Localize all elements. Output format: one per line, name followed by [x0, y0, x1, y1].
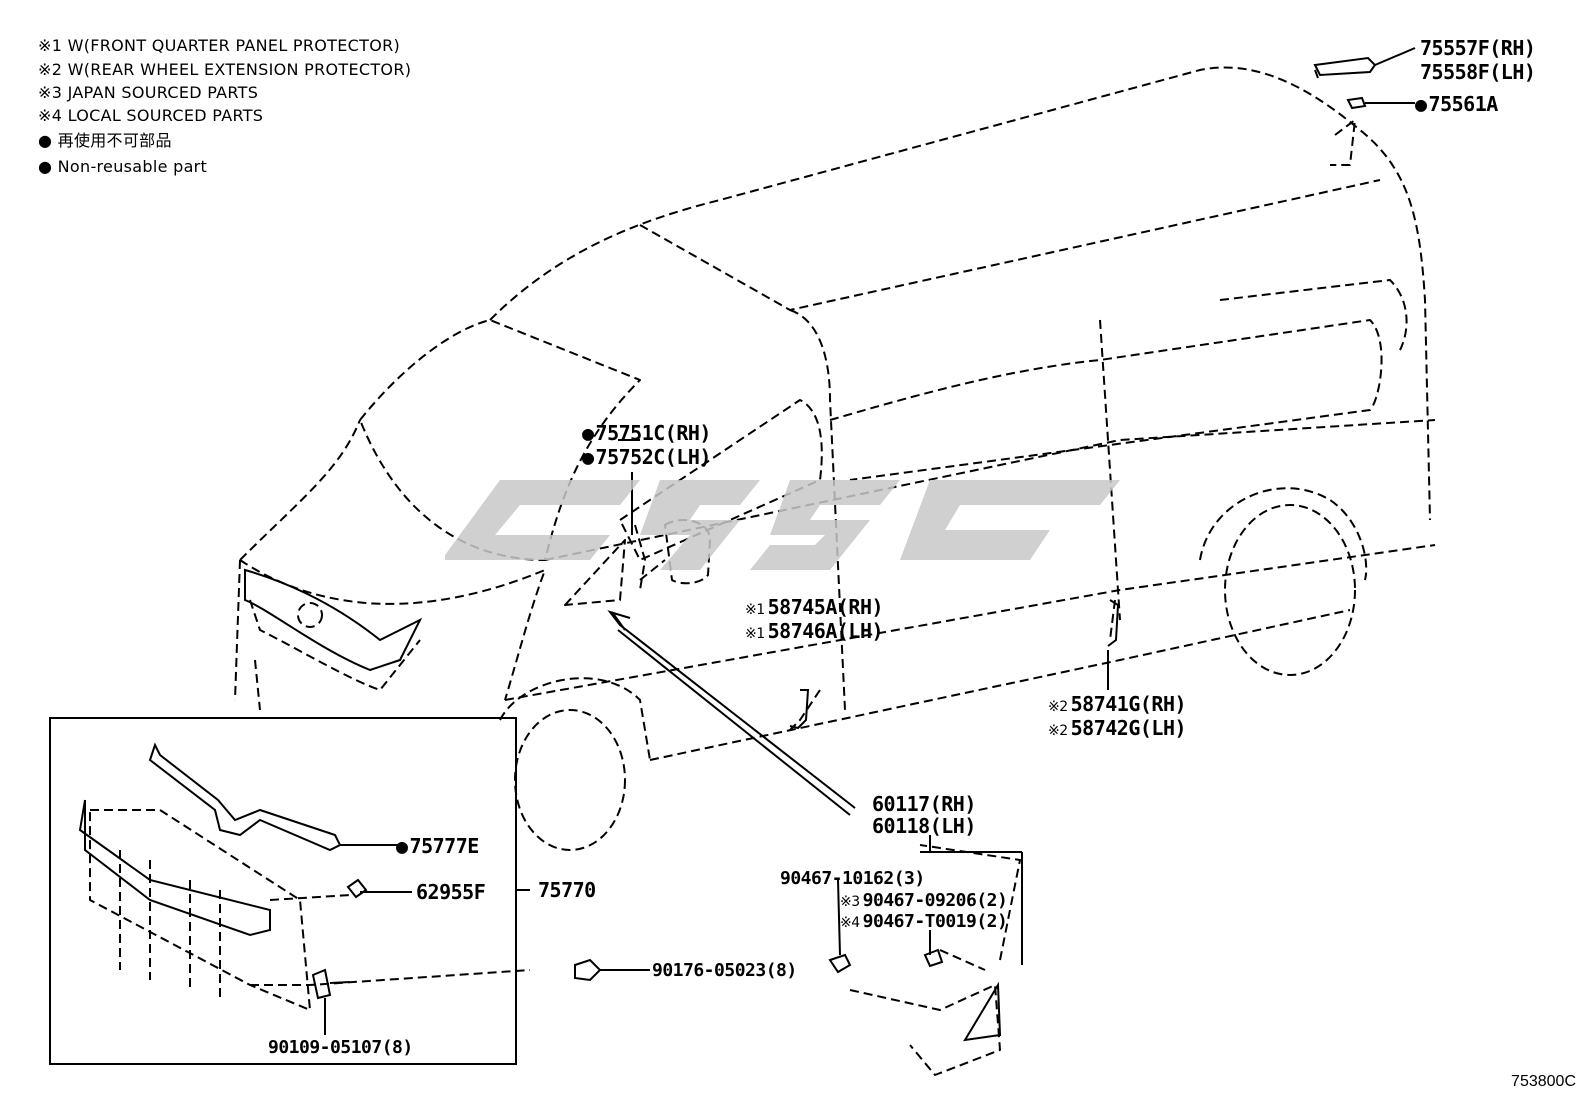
part-number: 75751C(RH) — [595, 421, 712, 445]
legend-note-2: ※2 W(REAR WHEEL EXTENSION PROTECTOR) — [38, 60, 411, 80]
legend-mark: ※1 — [38, 36, 63, 55]
legend-note-3: ※3 JAPAN SOURCED PARTS — [38, 83, 258, 103]
part-label-75777E: ●75777E — [396, 835, 479, 857]
part-number: 90467-T0019(2) — [862, 911, 1008, 932]
note-mark: ※2 — [1048, 723, 1068, 739]
part-label-60118: 60118(LH) — [872, 814, 976, 838]
part-number: 75777E — [409, 834, 480, 858]
bullet-icon: ● — [38, 131, 53, 150]
part-label-75770: 75770 — [538, 878, 596, 902]
note-mark: ※1 — [745, 626, 765, 642]
note-mark: ※3 — [840, 894, 860, 910]
note-mark: ※4 — [840, 915, 860, 931]
legend-mark: ※4 — [38, 106, 63, 125]
figure-id: 753800C — [1511, 1073, 1576, 1090]
legend-note-1: ※1 W(FRONT QUARTER PANEL PROTECTOR) — [38, 36, 400, 56]
part-number: 90467-09206(2) — [862, 890, 1008, 911]
part-number: 58745A(RH) — [767, 595, 884, 619]
legend-nonreusable-jp: ● 再使用不可部品 — [38, 131, 172, 151]
bullet-icon: ● — [1415, 92, 1427, 116]
part-label-90176-05023: 90176-05023(8) — [652, 960, 797, 981]
part-label-75561A: ●75561A — [1415, 93, 1498, 115]
part-label-90109-05107: 90109-05107(8) — [268, 1037, 413, 1058]
part-label-75558F: 75558F(LH) — [1420, 60, 1536, 84]
bullet-icon: ● — [396, 834, 408, 858]
legend-mark: ※3 — [38, 83, 63, 102]
legend-text: 再使用不可部品 — [57, 131, 172, 150]
part-label-90467-10162: 90467-10162(3) — [780, 868, 925, 889]
part-number: 58746A(LH) — [767, 619, 884, 643]
part-number: 75561A — [1428, 92, 1499, 116]
part-label-75557F: 75557F(RH) — [1420, 36, 1536, 60]
part-number: 58741G(RH) — [1070, 692, 1187, 716]
watermark-logo — [445, 480, 1120, 570]
note-mark: ※2 — [1048, 699, 1068, 715]
part-number: 75752C(LH) — [595, 445, 712, 469]
legend-text: Non-reusable part — [57, 157, 208, 176]
part-label-75752C: ●75752C(LH) — [582, 446, 711, 468]
bullet-icon: ● — [38, 157, 53, 176]
part-label-75751C: ●75751C(RH) — [582, 422, 711, 444]
legend-text: W(FRONT QUARTER PANEL PROTECTOR) — [67, 36, 401, 55]
legend-note-4: ※4 LOCAL SOURCED PARTS — [38, 106, 263, 126]
legend-text: JAPAN SOURCED PARTS — [67, 83, 259, 102]
legend-text: W(REAR WHEEL EXTENSION PROTECTOR) — [67, 60, 412, 79]
bullet-icon: ● — [582, 445, 594, 469]
note-mark: ※1 — [745, 602, 765, 618]
legend-text: LOCAL SOURCED PARTS — [67, 106, 264, 125]
legend-nonreusable-en: ● Non-reusable part — [38, 157, 207, 177]
part-label-62955F: 62955F — [416, 880, 486, 904]
part-label-60117: 60117(RH) — [872, 792, 976, 816]
part-number: 58742G(LH) — [1070, 716, 1187, 740]
bullet-icon: ● — [582, 421, 594, 445]
legend-mark: ※2 — [38, 60, 63, 79]
